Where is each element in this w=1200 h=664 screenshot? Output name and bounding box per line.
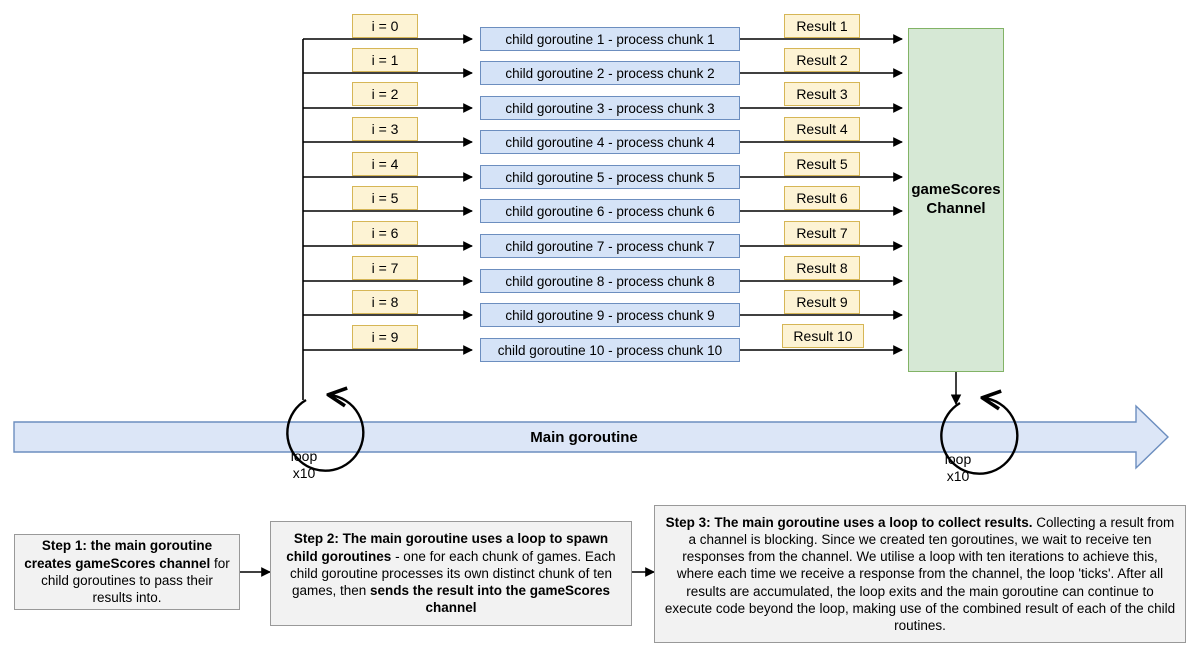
child-goroutine-box: child goroutine 9 - process chunk 9 [480, 303, 740, 327]
child-goroutine-label: child goroutine 4 - process chunk 4 [505, 134, 715, 150]
main-goroutine-text: Main goroutine [530, 428, 638, 446]
child-goroutine-box: child goroutine 8 - process chunk 8 [480, 269, 740, 293]
child-goroutine-label: child goroutine 6 - process chunk 6 [505, 203, 715, 219]
result-chip: Result 6 [784, 186, 860, 210]
result-chip: Result 3 [784, 82, 860, 106]
child-goroutine-box: child goroutine 2 - process chunk 2 [480, 61, 740, 85]
child-goroutine-label: child goroutine 1 - process chunk 1 [505, 31, 715, 47]
step-1-bold: Step 1: the main goroutine creates gameS… [24, 538, 213, 571]
step-3-box: Step 3: The main goroutine uses a loop t… [654, 505, 1186, 643]
result-label: Result 2 [796, 52, 848, 68]
child-goroutine-label: child goroutine 5 - process chunk 5 [505, 169, 715, 185]
iteration-label: i = 3 [371, 121, 399, 137]
result-label: Result 5 [796, 156, 848, 172]
step-2-box: Step 2: The main goroutine uses a loop t… [270, 521, 632, 626]
step-2-text: Step 2: The main goroutine uses a loop t… [279, 530, 623, 616]
child-goroutine-box: child goroutine 5 - process chunk 5 [480, 165, 740, 189]
step-1-rest: for child goroutines to pass their resul… [41, 555, 230, 606]
result-label: Result 9 [796, 294, 848, 310]
result-label: Result 3 [796, 86, 848, 102]
result-chip: Result 10 [782, 324, 864, 348]
step-3-bold: Step 3: The main goroutine uses a loop t… [665, 514, 1033, 530]
gamescores-channel: gameScores Channel [908, 28, 1004, 372]
iteration-label: i = 4 [371, 156, 399, 172]
channel-name-line2: Channel [926, 200, 986, 217]
result-chip: Result 4 [784, 117, 860, 141]
loop-word: loop [290, 448, 318, 464]
child-goroutine-box: child goroutine 6 - process chunk 6 [480, 199, 740, 223]
iteration-label: i = 8 [371, 294, 399, 310]
iteration-chip: i = 5 [352, 186, 418, 210]
child-goroutine-label: child goroutine 7 - process chunk 7 [505, 238, 715, 254]
iteration-chip: i = 8 [352, 290, 418, 314]
result-chip: Result 1 [784, 14, 860, 38]
result-label: Result 7 [796, 225, 848, 241]
loop-label-collect: loop x10 [928, 451, 988, 484]
child-goroutine-box: child goroutine 7 - process chunk 7 [480, 234, 740, 258]
result-chip: Result 5 [784, 152, 860, 176]
main-goroutine-label: Main goroutine [0, 422, 1168, 452]
result-chip: Result 7 [784, 221, 860, 245]
iteration-chip: i = 1 [352, 48, 418, 72]
step-1-text: Step 1: the main goroutine creates gameS… [23, 537, 231, 606]
child-goroutine-box: child goroutine 4 - process chunk 4 [480, 130, 740, 154]
child-goroutine-label: child goroutine 10 - process chunk 10 [497, 342, 723, 358]
step-2-bold-tail: sends the result into the gameScores cha… [369, 583, 611, 616]
iteration-label: i = 6 [371, 225, 399, 241]
step-2-mid: - one for each chunk of games. Each chil… [290, 548, 616, 599]
child-goroutine-box: child goroutine 10 - process chunk 10 [480, 338, 740, 362]
result-label: Result 6 [796, 190, 848, 206]
iteration-chip: i = 6 [352, 221, 418, 245]
channel-name-line1: gameScores [911, 181, 1001, 199]
result-chip: Result 9 [784, 290, 860, 314]
iteration-label: i = 0 [371, 18, 399, 34]
iteration-label: i = 2 [371, 86, 399, 102]
iteration-label: i = 9 [371, 329, 399, 345]
iteration-chip: i = 0 [352, 14, 418, 38]
step-2-bold-lead: Step 2: The main goroutine uses a loop t… [286, 531, 609, 564]
step-3-text: Step 3: The main goroutine uses a loop t… [664, 514, 1176, 635]
child-goroutine-label: child goroutine 8 - process chunk 8 [505, 273, 715, 289]
result-label: Result 10 [793, 328, 853, 344]
step-1-box: Step 1: the main goroutine creates gameS… [14, 534, 240, 610]
loop-count: x10 [946, 467, 970, 484]
result-chip: Result 2 [784, 48, 860, 72]
result-label: Result 1 [796, 18, 848, 34]
result-chip: Result 8 [784, 256, 860, 280]
iteration-label: i = 7 [371, 260, 399, 276]
child-goroutine-box: child goroutine 3 - process chunk 3 [480, 96, 740, 120]
child-goroutine-label: child goroutine 3 - process chunk 3 [505, 100, 715, 116]
result-label: Result 4 [796, 121, 848, 137]
iteration-chip: i = 2 [352, 82, 418, 106]
iteration-chip: i = 9 [352, 325, 418, 349]
step-3-rest: Collecting a result from a channel is bl… [664, 514, 1176, 634]
result-label: Result 8 [796, 260, 848, 276]
child-goroutine-label: child goroutine 9 - process chunk 9 [505, 307, 715, 323]
loop-label-spawn: loop x10 [274, 448, 334, 481]
loop-count: x10 [292, 464, 316, 481]
iteration-label: i = 1 [371, 52, 399, 68]
iteration-label: i = 5 [371, 190, 399, 206]
iteration-chip: i = 4 [352, 152, 418, 176]
child-goroutine-box: child goroutine 1 - process chunk 1 [480, 27, 740, 51]
iteration-chip: i = 3 [352, 117, 418, 141]
child-goroutine-label: child goroutine 2 - process chunk 2 [505, 65, 715, 81]
iteration-chip: i = 7 [352, 256, 418, 280]
loop-word: loop [944, 451, 972, 467]
